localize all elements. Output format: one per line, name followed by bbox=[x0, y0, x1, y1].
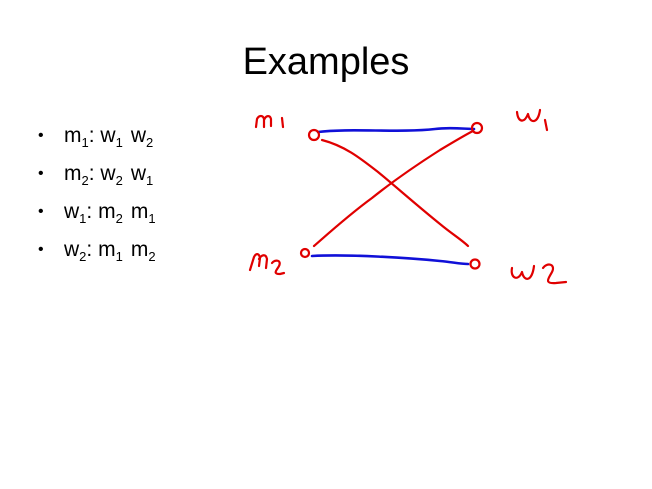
handwritten-label-m2 bbox=[248, 253, 286, 276]
handwritten-label-w1 bbox=[515, 108, 549, 132]
first-choice: w2 bbox=[100, 162, 123, 188]
bullet-icon: • bbox=[38, 203, 44, 220]
second-choice: w2 bbox=[130, 124, 154, 150]
node-m1 bbox=[307, 128, 321, 142]
person-label: m1 bbox=[64, 124, 89, 150]
node-m2 bbox=[299, 247, 311, 259]
bullet-icon: • bbox=[38, 241, 44, 258]
cross-edge-m2-w1 bbox=[312, 129, 475, 248]
handwritten-label-m1 bbox=[254, 114, 285, 129]
bullet-icon: • bbox=[38, 127, 44, 144]
bullet-icon: • bbox=[38, 165, 44, 182]
person-label: m2 bbox=[64, 162, 89, 188]
second-choice: m2 bbox=[130, 238, 156, 264]
slide-title: Examples bbox=[242, 41, 410, 83]
second-choice: w1 bbox=[130, 162, 154, 188]
node-w2 bbox=[469, 258, 481, 270]
cross-edge-m1-w2 bbox=[320, 138, 470, 248]
match-edge-m1-w1 bbox=[316, 126, 476, 134]
node-w1 bbox=[470, 121, 484, 135]
second-choice: m1 bbox=[130, 200, 156, 226]
first-choice: w1 bbox=[100, 124, 123, 150]
first-choice: m2 bbox=[98, 200, 123, 226]
handwritten-label-w2 bbox=[510, 263, 568, 285]
first-choice: m1 bbox=[98, 238, 123, 264]
person-label: w1 bbox=[64, 200, 87, 226]
person-label: w2 bbox=[64, 238, 87, 264]
match-edge-m2-w2 bbox=[310, 254, 470, 266]
